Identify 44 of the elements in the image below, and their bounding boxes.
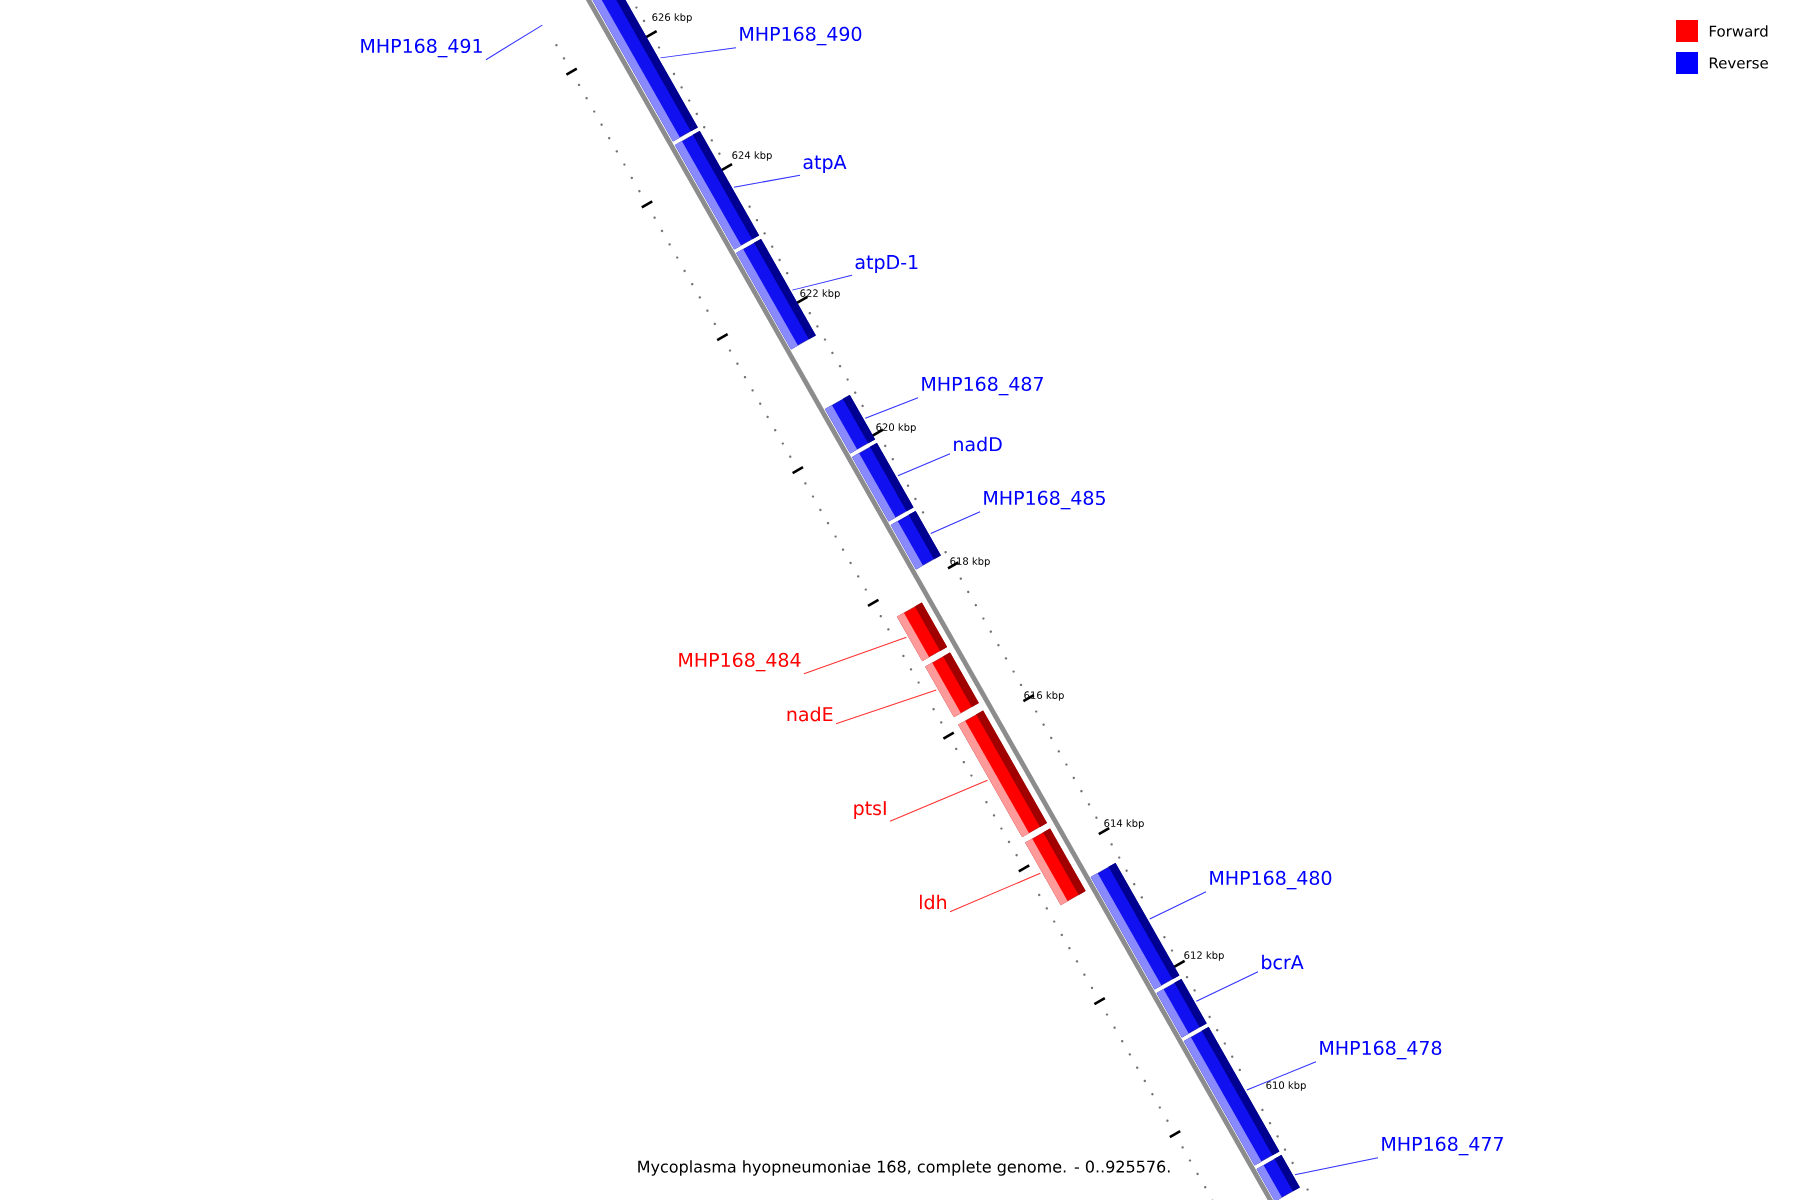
leader-line bbox=[1149, 891, 1207, 920]
gene-bar bbox=[890, 510, 941, 570]
leader-line bbox=[835, 689, 937, 725]
gene-bar bbox=[852, 442, 914, 522]
gene-label: bcrA bbox=[1262, 954, 1304, 970]
gene-label: MHP168_490 bbox=[740, 26, 862, 46]
leader-line bbox=[1246, 1061, 1317, 1091]
leader-line bbox=[485, 24, 543, 61]
gene-bar bbox=[1183, 1026, 1280, 1166]
leader-line bbox=[930, 511, 981, 535]
gene-label: ptsI bbox=[854, 801, 886, 819]
leader-line bbox=[889, 779, 988, 822]
gene-label: nadE bbox=[787, 706, 833, 722]
gene-label: MHP168_484 bbox=[679, 652, 801, 672]
gene-label: MHP168_477 bbox=[1382, 1136, 1503, 1156]
gene-bar bbox=[1156, 978, 1207, 1038]
gene-label: nadD bbox=[954, 436, 1002, 452]
leader-line bbox=[803, 636, 907, 675]
leader-line bbox=[897, 453, 951, 477]
caption: Mycoplasma hyopneumoniae 168, complete genome. - 0..925576. bbox=[638, 1160, 1170, 1176]
gene-label: MHP168_478 bbox=[1320, 1040, 1442, 1060]
gene-label: MHP168_485 bbox=[984, 490, 1105, 510]
leader-line bbox=[791, 274, 853, 291]
leader-line bbox=[1294, 1157, 1379, 1176]
leader-line bbox=[659, 47, 737, 59]
leader-line bbox=[864, 397, 919, 419]
gene-bar bbox=[1090, 862, 1180, 990]
gene-label: MHP168_491 bbox=[361, 38, 482, 58]
leader-line bbox=[949, 872, 1041, 913]
gene-label: atpD-1 bbox=[855, 255, 918, 273]
leader-line bbox=[733, 174, 801, 188]
gene-bar bbox=[958, 710, 1047, 838]
gene-bar bbox=[1025, 828, 1086, 906]
gene-bar bbox=[736, 238, 816, 350]
gene-bar bbox=[925, 652, 979, 718]
gene-label: MHP168_487 bbox=[922, 376, 1043, 396]
gene-label: ldh bbox=[920, 894, 946, 910]
gene-bar bbox=[824, 394, 876, 454]
leader-line bbox=[1195, 971, 1259, 1002]
gene-label: atpA bbox=[803, 155, 847, 173]
gene-label: MHP168_480 bbox=[1210, 870, 1332, 890]
gene-bar bbox=[588, 0, 698, 142]
gene-bar bbox=[1256, 1154, 1300, 1200]
gene-bar bbox=[896, 602, 948, 662]
